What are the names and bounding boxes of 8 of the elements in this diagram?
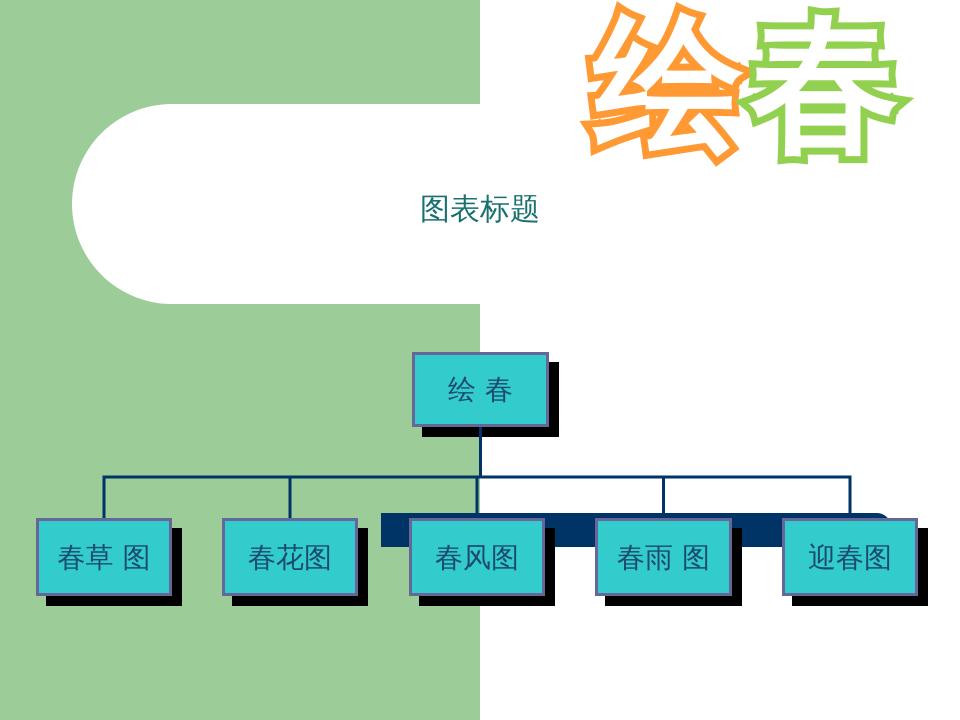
box-label: 迎春图 [808, 540, 892, 574]
box-label: 春风图 [435, 540, 519, 574]
box-label: 春雨 图 [617, 540, 710, 574]
box-label: 绘 春 [448, 372, 513, 407]
title: 绘春 [578, 0, 914, 174]
box-label: 春花图 [248, 540, 332, 574]
box-label: 春草 图 [58, 540, 150, 574]
heading-text: 图表标题 [420, 195, 540, 225]
